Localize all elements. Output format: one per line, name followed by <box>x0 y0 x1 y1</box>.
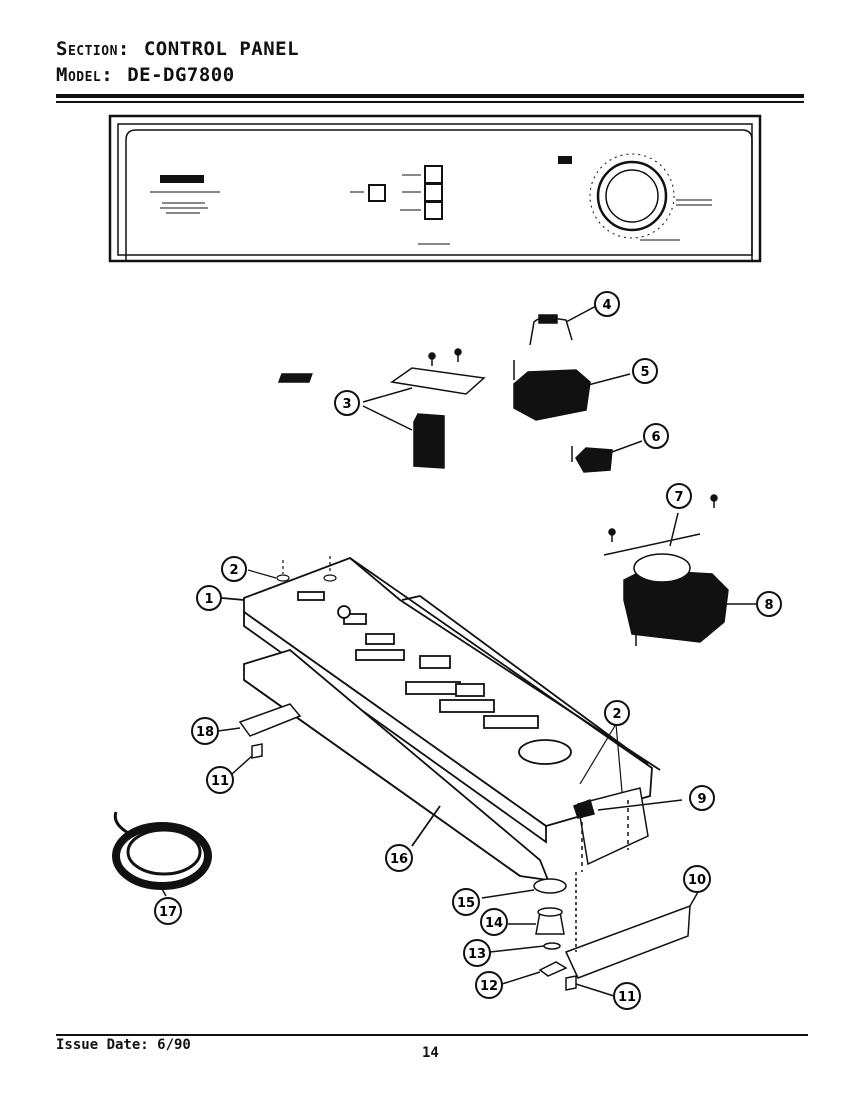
callout-16-label: 16 <box>390 852 408 867</box>
header-rule-thin <box>56 101 804 103</box>
callout-16: 16 <box>385 844 413 872</box>
part-9-bracket-plate <box>573 787 683 872</box>
header-rule-thick <box>56 94 804 98</box>
part-2-screws-right <box>579 723 623 793</box>
callout-7: 7 <box>666 483 692 509</box>
callout-2a: 2 <box>221 556 247 582</box>
callout-17-label: 17 <box>159 905 177 920</box>
control-panel-front-view <box>108 114 762 263</box>
callout-13-label: 13 <box>468 947 486 962</box>
model-label: Model: <box>56 64 114 86</box>
callout-11b: 11 <box>613 982 641 1010</box>
page-number: 14 <box>422 1045 439 1061</box>
callout-12-label: 12 <box>480 979 498 994</box>
callout-9: 9 <box>689 785 715 811</box>
part-8-timer <box>623 553 756 646</box>
callout-6-label: 6 <box>651 430 660 445</box>
callout-7-label: 7 <box>674 490 683 505</box>
part-12-cam <box>501 961 568 985</box>
callout-9-label: 9 <box>697 792 706 807</box>
part-17-wire-harness <box>112 811 212 897</box>
callout-10: 10 <box>683 865 711 893</box>
callout-3-label: 3 <box>342 397 351 412</box>
part-11-clip-right <box>565 975 615 997</box>
section-label: Section: <box>56 38 130 60</box>
section-value: CONTROL PANEL <box>143 38 300 60</box>
part-7-ground-strap <box>603 494 718 556</box>
part-2-screws-top <box>247 556 337 582</box>
issue-date: Issue Date: 6/90 <box>56 1037 191 1053</box>
part-5-terminal-block <box>513 360 631 421</box>
section-header: Section: CONTROL PANEL <box>56 38 299 60</box>
callout-15: 15 <box>452 888 480 916</box>
callout-15-label: 15 <box>457 896 475 911</box>
callout-18-label: 18 <box>196 725 214 740</box>
model-header: Model: DE-DG7800 <box>56 64 235 86</box>
part-14-knob <box>508 907 565 935</box>
part-18-bracket <box>217 703 302 737</box>
callout-2b: 2 <box>604 700 630 726</box>
part-11-clip-left <box>231 743 263 775</box>
callout-5-label: 5 <box>640 365 649 380</box>
callout-13: 13 <box>463 939 491 967</box>
callout-4: 4 <box>594 291 620 317</box>
callout-2a-label: 2 <box>229 563 238 578</box>
callout-8-label: 8 <box>764 598 773 613</box>
callout-1: 1 <box>196 585 222 611</box>
part-10-handle-cover <box>564 872 699 979</box>
callout-8: 8 <box>756 591 782 617</box>
callout-14: 14 <box>480 908 508 936</box>
callout-12: 12 <box>475 971 503 999</box>
callout-4-label: 4 <box>602 298 611 313</box>
callout-11b-label: 11 <box>618 990 636 1005</box>
callout-11a: 11 <box>206 766 234 794</box>
callout-6: 6 <box>643 423 669 449</box>
part-13-washer <box>489 942 561 953</box>
part-15-spring <box>481 878 567 899</box>
footer-rule <box>56 1034 808 1036</box>
part-6-switch <box>571 440 643 473</box>
callout-18: 18 <box>191 717 219 745</box>
callout-11a-label: 11 <box>211 774 229 789</box>
callout-14-label: 14 <box>485 916 503 931</box>
callout-17: 17 <box>154 897 182 925</box>
callout-2b-label: 2 <box>612 707 621 722</box>
part-4-jumper-wire <box>529 304 599 346</box>
part-3-switch-assembly <box>277 348 486 469</box>
callout-1-label: 1 <box>204 592 213 607</box>
model-value: DE-DG7800 <box>127 64 235 86</box>
callout-5: 5 <box>632 358 658 384</box>
callout-3: 3 <box>334 390 360 416</box>
part-1-control-bracket <box>221 556 661 844</box>
callout-10-label: 10 <box>688 873 706 888</box>
